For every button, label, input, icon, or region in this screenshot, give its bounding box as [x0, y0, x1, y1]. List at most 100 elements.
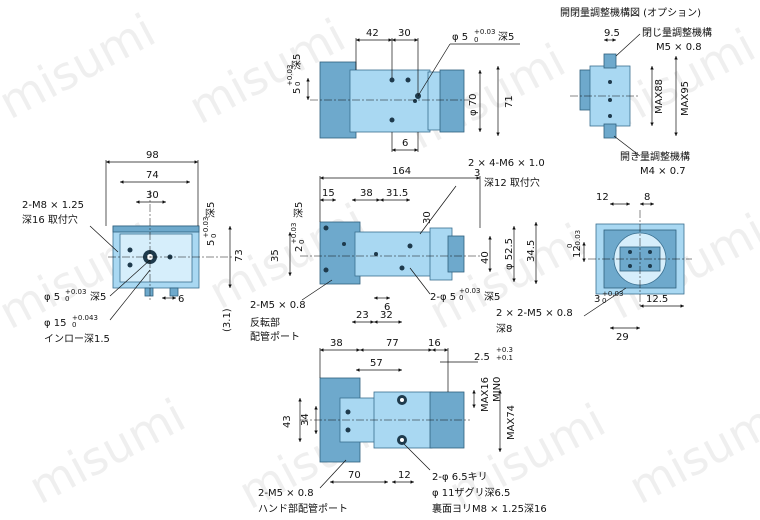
- tolerance: +0.1: [496, 354, 513, 362]
- tolerance: +0.03: [602, 290, 623, 298]
- dim-label: 3: [594, 294, 600, 305]
- tolerance: 0: [474, 36, 478, 44]
- pin-hole: [413, 99, 417, 103]
- dim-label: 73: [234, 249, 245, 262]
- watermark-text: misumi: [620, 388, 760, 515]
- counterbore-bore: [400, 438, 404, 442]
- dim-label: 34.5: [526, 240, 537, 262]
- dim-label: (3.1): [222, 308, 233, 332]
- port-hole: [374, 252, 378, 256]
- note-label: φ 11ザグリ深6.5: [432, 486, 510, 499]
- counterbore-bore: [400, 398, 404, 402]
- dim-label: 77: [386, 338, 399, 349]
- dim-label: 30: [422, 211, 433, 224]
- mounting-hole: [389, 117, 395, 123]
- mounting-hole: [628, 250, 632, 254]
- dim-label: 5: [206, 240, 217, 246]
- mounting-hole: [127, 262, 133, 268]
- dim-label: 6: [402, 138, 408, 149]
- option-title: 開閉量調整機構図 (オプション): [560, 6, 701, 19]
- tolerance: 0: [566, 244, 574, 248]
- mounting-hole: [648, 264, 652, 268]
- dim-label: 深5: [291, 54, 303, 70]
- front-view-end-cap: [319, 221, 361, 285]
- dim-label: 6: [178, 294, 184, 305]
- tolerance: +0.03: [459, 287, 480, 295]
- note-label: インロー深1.5: [44, 333, 110, 345]
- tolerance: 0: [294, 82, 302, 86]
- bottom-view: 38 77 16 57 2.5 +0.3 +0.1 43 34 70 12 MA…: [258, 338, 547, 515]
- tolerance: +0.03: [286, 65, 294, 86]
- leader-line: [417, 43, 451, 97]
- leader-line: [419, 185, 457, 235]
- dim-label: 6: [384, 302, 390, 313]
- note-label: 深5: [90, 291, 106, 303]
- note-label: M4 × 0.7: [640, 166, 686, 177]
- dim-label: 12: [398, 470, 411, 481]
- tolerance: 0: [459, 294, 463, 302]
- tolerance: +0.043: [72, 314, 98, 322]
- dim-label: 8: [644, 192, 650, 203]
- dim-label: 74: [146, 170, 159, 181]
- dim-label: 30: [146, 190, 159, 201]
- dim-label: 164: [392, 166, 411, 177]
- dim-label: 深5: [293, 202, 305, 218]
- leader-line: [409, 267, 431, 295]
- dim-label: 40: [480, 251, 491, 264]
- note-label: 深16 取付穴: [22, 213, 78, 226]
- option-open-stopper: [603, 123, 617, 139]
- watermark-text: misumi: [0, 3, 164, 130]
- mounting-hole: [389, 77, 395, 83]
- dim-label: 71: [504, 95, 515, 108]
- mounting-hole: [342, 242, 346, 246]
- leader-line: [89, 225, 119, 253]
- dim-label: φ 5: [452, 32, 468, 43]
- note-label: φ 5: [44, 292, 60, 303]
- note-label: 2-M5 × 0.8: [258, 488, 314, 499]
- note-label: 2 × 4-M6 × 1.0: [468, 158, 545, 169]
- dim-label: 5: [292, 88, 303, 94]
- dim-label: MIN0: [492, 377, 503, 402]
- dim-label: 38: [330, 338, 343, 349]
- watermark-text: misumi: [20, 388, 194, 515]
- leader-line: [319, 459, 347, 489]
- dim-label: 98: [146, 150, 159, 161]
- mounting-hole: [628, 264, 632, 268]
- left-view-top-flange: [112, 225, 200, 233]
- dim-label: 9.5: [604, 28, 620, 39]
- note-label: 2-M5 × 0.8: [250, 300, 306, 311]
- port-hole: [345, 427, 351, 433]
- note-label: 裏面ヨリM8 × 1.25深16: [432, 502, 547, 515]
- dim-label: 29: [616, 332, 629, 343]
- dim-label: MAX74: [506, 405, 517, 440]
- left-view-fitting: [169, 287, 179, 297]
- note-label: 2-M8 × 1.25: [22, 200, 84, 211]
- dim-label: MAX88: [654, 79, 665, 114]
- mounting-hole: [323, 225, 329, 231]
- note-label: M5 × 0.8: [656, 42, 702, 53]
- note-label: 配管ポート: [250, 330, 300, 343]
- dim-label: 23: [356, 310, 369, 321]
- tolerance: 0: [210, 234, 218, 238]
- leader-line: [615, 33, 641, 57]
- dim-label: 深5: [205, 202, 217, 218]
- dim-label: 12: [596, 192, 609, 203]
- mounting-hole: [608, 114, 612, 118]
- note-label: φ 15: [44, 318, 67, 329]
- dim-label: 31.5: [386, 188, 408, 199]
- dim-label: MAX16: [480, 377, 491, 412]
- tolerance: 0: [298, 240, 306, 244]
- top-view-finger: [439, 69, 465, 133]
- tolerance: -0.03: [574, 230, 582, 248]
- pin-hole: [407, 243, 413, 249]
- note-label: 深5: [484, 291, 500, 303]
- front-view-finger: [447, 235, 465, 273]
- dim-label: 12: [572, 245, 583, 258]
- leader-line: [301, 279, 333, 301]
- dim-label: φ 70: [468, 94, 479, 117]
- mounting-hole: [648, 250, 652, 254]
- tolerance: +0.03: [65, 288, 86, 296]
- dim-label: 34: [300, 413, 311, 426]
- dim-label: 32: [380, 310, 393, 321]
